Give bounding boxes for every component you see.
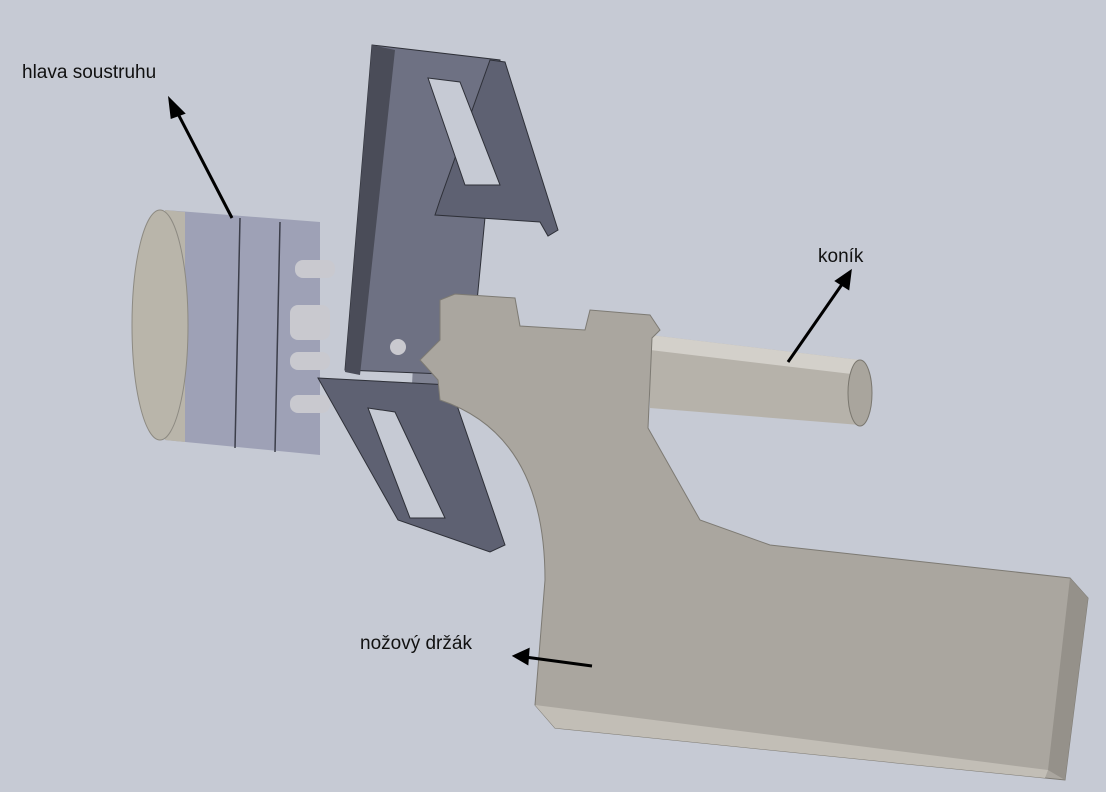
arrowhead-icon	[511, 647, 530, 666]
arrowhead-icon	[168, 95, 186, 120]
bracket	[317, 44, 559, 553]
tailstock-arrow	[786, 279, 847, 363]
head-arrow	[173, 107, 234, 219]
tool-holder	[390, 293, 1089, 781]
tailstock-rod	[650, 335, 873, 427]
arrowhead-icon	[834, 268, 852, 291]
label-tool-holder: nožový držák	[360, 633, 472, 654]
label-tailstock: koník	[818, 246, 864, 267]
lathe-head	[131, 209, 335, 455]
holder-arrow	[524, 655, 593, 668]
label-lathe-head: hlava soustruhu	[22, 62, 157, 83]
